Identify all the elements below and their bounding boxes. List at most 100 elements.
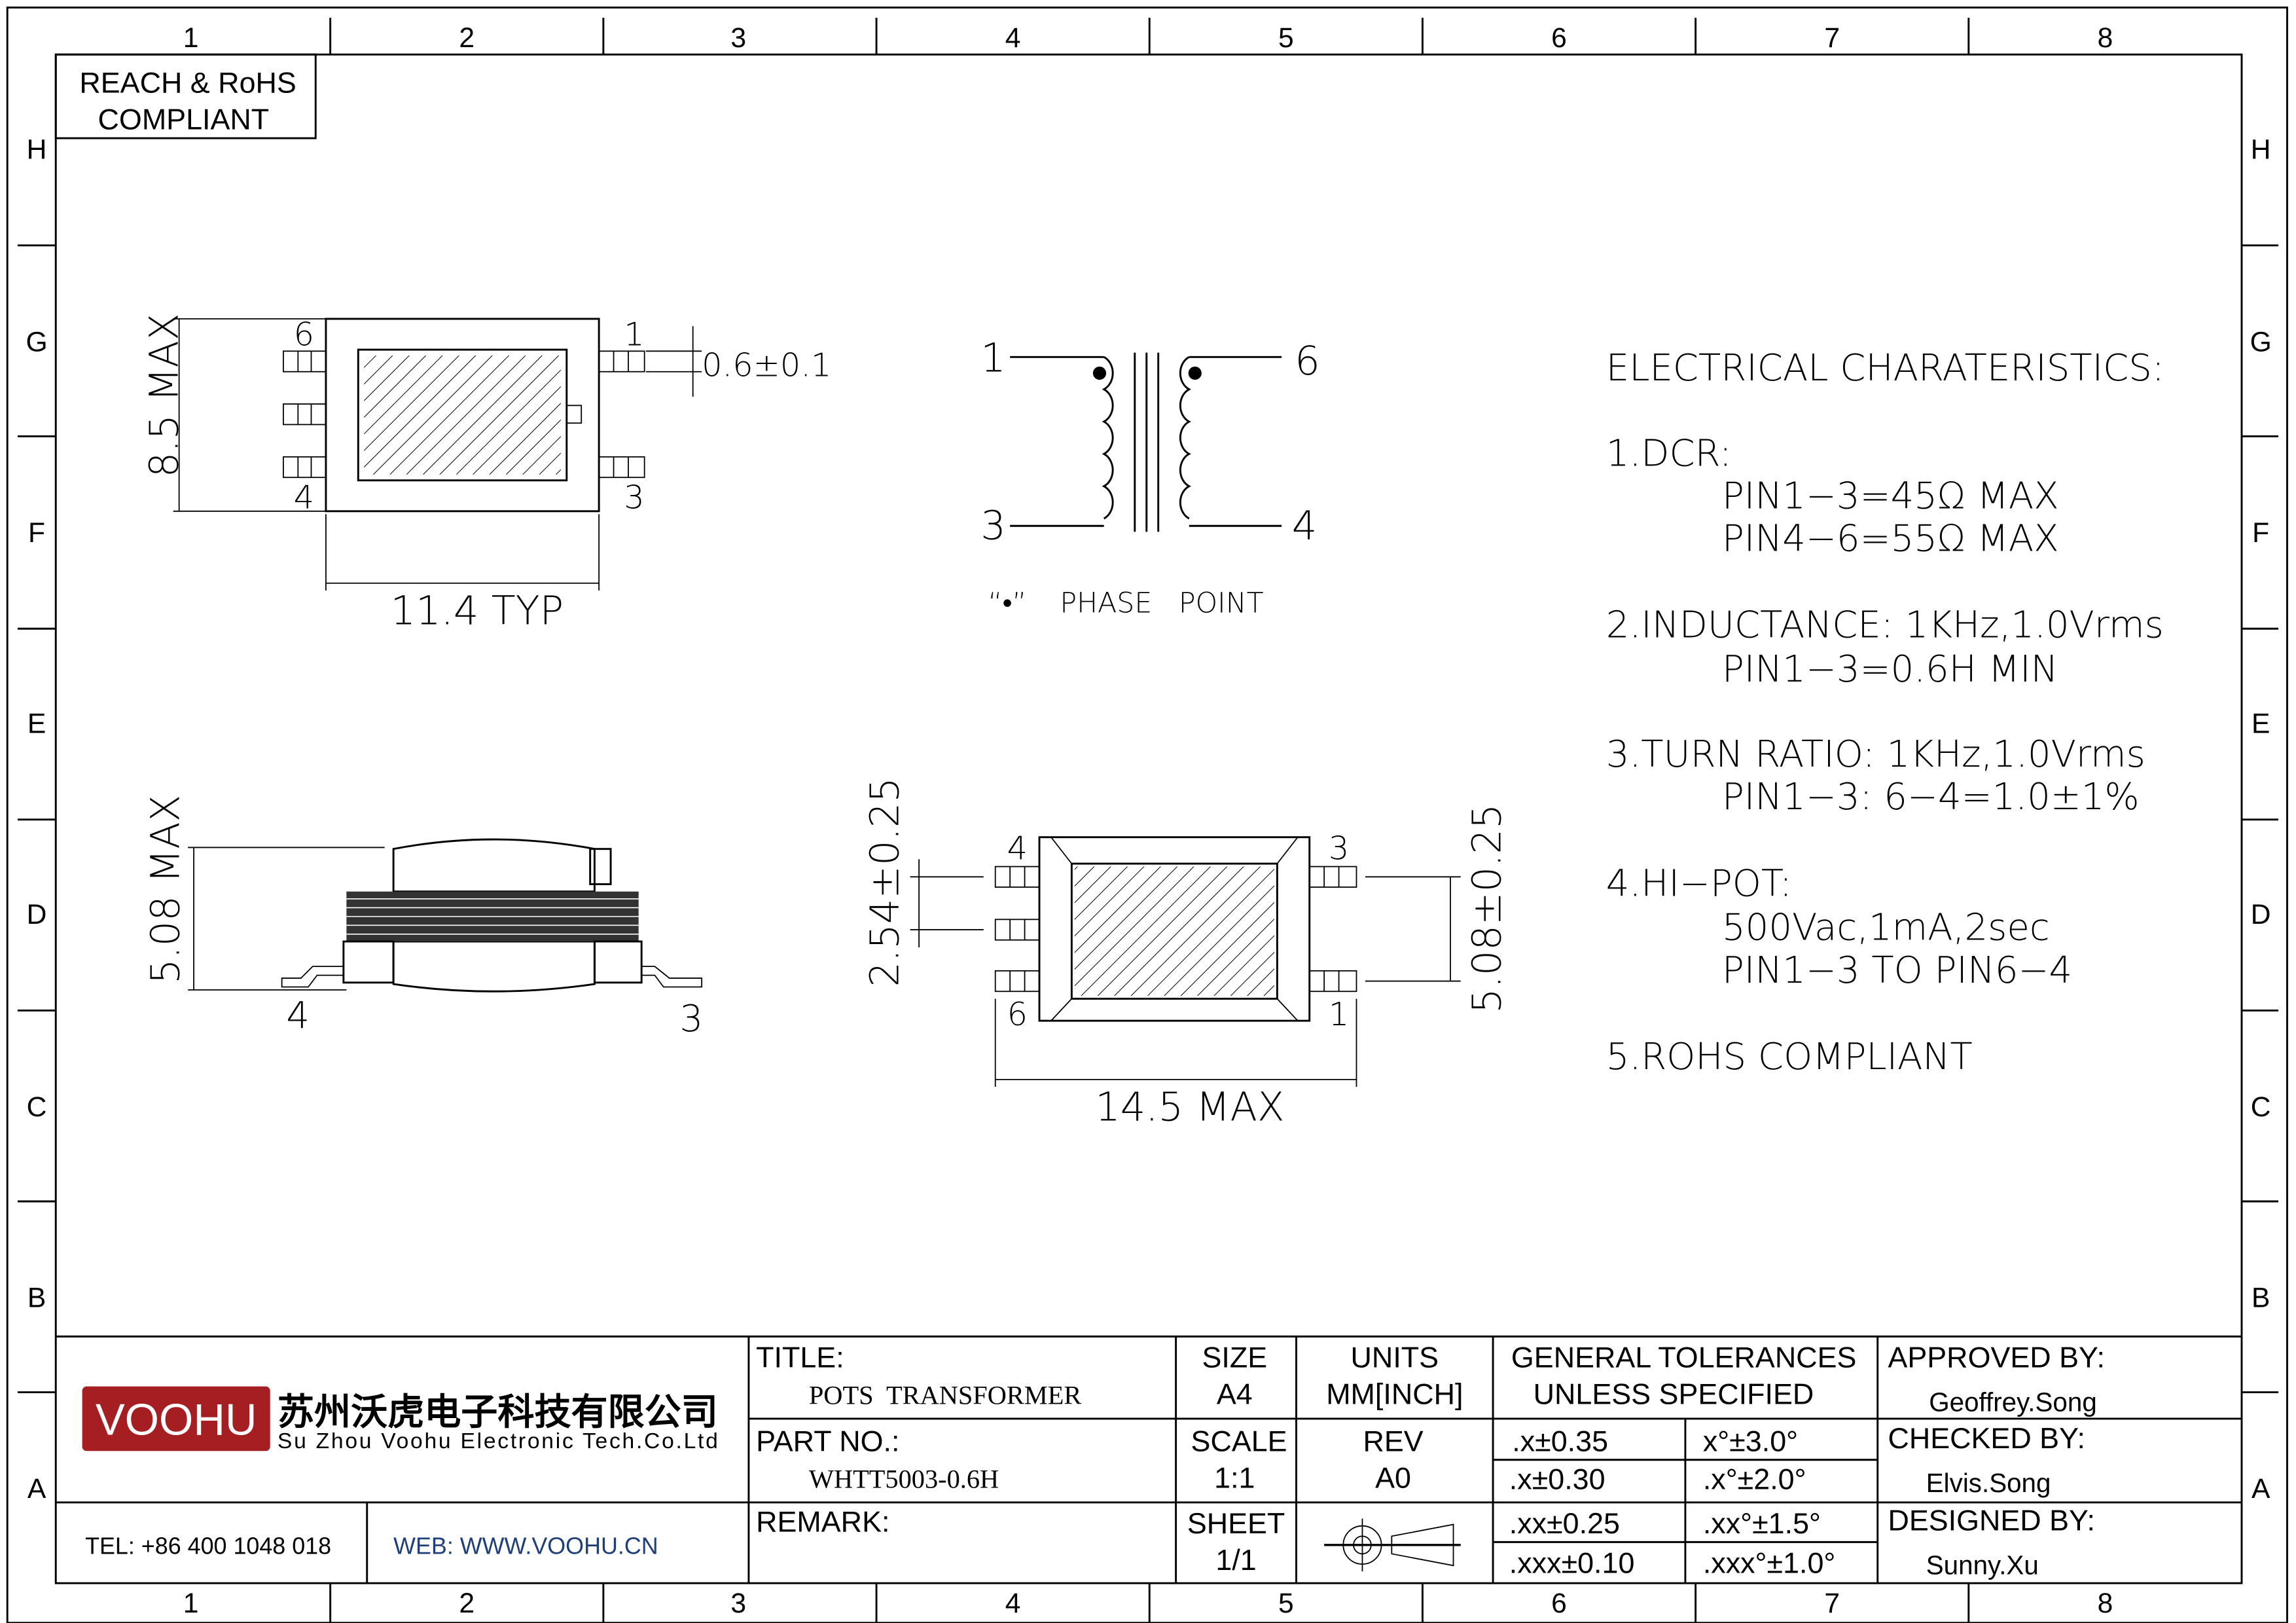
- spec-line: 4.HI−POT:: [1606, 862, 1792, 905]
- pin-label: 6: [1295, 338, 1320, 384]
- electrical-characteristics: ELECTRICAL CHARATERISTICS: 1.DCR: PIN1−3…: [1606, 347, 2164, 1078]
- pin-label: 1: [624, 315, 644, 353]
- tolerance-value: .xx°±1.5°: [1703, 1506, 1821, 1540]
- col-label: 7: [1824, 1588, 1840, 1619]
- brand-name: VOOHU: [96, 1396, 257, 1445]
- rev-label: REV: [1363, 1424, 1423, 1457]
- row-label: D: [2251, 899, 2271, 930]
- pin-width-dim: 0.6±0.1: [702, 346, 831, 384]
- compliance-line2: COMPLIANT: [98, 103, 270, 136]
- part-value: WHTT5003-0.6H: [809, 1464, 999, 1493]
- title-block: VOOHU 苏州沃虎电子科技有限公司 Su Zhou Voohu Electro…: [56, 1335, 2242, 1584]
- spec-line: 1.DCR:: [1606, 432, 1732, 475]
- pin-label: 1: [1329, 995, 1349, 1033]
- width-dim: 14.5 MAX: [1095, 1085, 1284, 1131]
- phase-dot-legend: “•”: [988, 587, 1027, 620]
- col-label: 6: [1551, 22, 1567, 54]
- rev-value: A0: [1375, 1461, 1411, 1494]
- row-label: C: [27, 1091, 47, 1123]
- col-label: 2: [459, 1588, 475, 1619]
- row-label: F: [2252, 517, 2269, 549]
- approved-label: APPROVED BY:: [1888, 1340, 2104, 1374]
- tolerance-value: .x°±2.0°: [1703, 1463, 1806, 1496]
- approved-name: Geoffrey.Song: [1929, 1387, 2097, 1417]
- col-label: 8: [2098, 22, 2113, 54]
- col-label: 1: [183, 1588, 199, 1619]
- tel: TEL: +86 400 1048 018: [85, 1533, 331, 1559]
- col-label: 6: [1551, 1588, 1567, 1619]
- company-en: Su Zhou Voohu Electronic Tech.Co.Ltd: [278, 1429, 718, 1453]
- web-link[interactable]: WEB: WWW.VOOHU.CN: [393, 1533, 658, 1559]
- tolerance-value: .xx±0.25: [1509, 1506, 1620, 1540]
- pin-label: 1: [980, 336, 1006, 382]
- spec-line: PIN1−3=0.6H MIN: [1722, 648, 2058, 691]
- row-label: C: [2251, 1091, 2271, 1123]
- col-label: 3: [730, 22, 746, 54]
- row-label: H: [2251, 134, 2271, 166]
- third-angle-projection-icon: [1324, 1518, 1461, 1572]
- title-label: TITLE:: [756, 1340, 844, 1374]
- row-label: F: [28, 517, 45, 549]
- designed-label: DESIGNED BY:: [1888, 1503, 2095, 1537]
- spec-line: PIN1−3 TO PIN6−4: [1722, 949, 2072, 992]
- pin-label: 3: [624, 478, 644, 516]
- pin-label: 3: [980, 503, 1006, 549]
- voohu-logo: [82, 1386, 270, 1451]
- spec-line: PIN1−3=45Ω MAX: [1722, 475, 2059, 517]
- compliance-line1: REACH & RoHS: [79, 66, 296, 100]
- size-value: A4: [1217, 1377, 1253, 1411]
- spec-line: PIN4−6=55Ω MAX: [1722, 517, 2059, 560]
- units-value: MM[INCH]: [1326, 1377, 1463, 1411]
- side-view: 5.08 MAX 4 3: [143, 795, 704, 1040]
- row-label: A: [2251, 1473, 2270, 1504]
- top-view: 6 1 4 3 0.6±0.1 11.4 TYP 8.5 MAX: [141, 314, 831, 634]
- spec-line: 500Vac,1mA,2sec: [1722, 907, 2050, 949]
- col-label: 4: [1005, 22, 1021, 54]
- pin-label: 3: [679, 998, 703, 1040]
- col-label: 1: [183, 22, 199, 54]
- row-label: B: [27, 1283, 46, 1314]
- pin-label: 4: [1007, 829, 1028, 867]
- row-label: G: [26, 326, 47, 357]
- row-label: A: [27, 1473, 46, 1504]
- tolerance-value: .x±0.30: [1509, 1463, 1605, 1496]
- electrical-title: ELECTRICAL CHARATERISTICS:: [1606, 347, 2164, 390]
- transformer-schematic: 1 6 3 4 “•” PHASE POINT: [980, 336, 1320, 620]
- tolerance-value: .xxx°±1.0°: [1703, 1546, 1836, 1579]
- col-label: 3: [730, 1588, 746, 1619]
- drawing-frame: 1 2 3 4 5 6 7 8 1 2 3 4 5 6 7 8 H G F E …: [6, 7, 2289, 1623]
- scale-label: SCALE: [1191, 1424, 1287, 1457]
- col-label: 8: [2098, 1588, 2113, 1619]
- size-label: SIZE: [1202, 1340, 1267, 1374]
- pin-label: 6: [1007, 995, 1028, 1033]
- title-value: POTS TRANSFORMER: [809, 1381, 1082, 1410]
- row-label: G: [2250, 326, 2272, 357]
- col-label: 2: [459, 22, 475, 54]
- col-label: 4: [1005, 1588, 1021, 1619]
- sheet-value: 1/1: [1215, 1543, 1256, 1577]
- spec-line: 3.TURN RATIO: 1KHz,1.0Vrms: [1606, 733, 2145, 776]
- row-label: B: [2251, 1283, 2270, 1314]
- span-dim: 5.08±0.25: [1464, 804, 1510, 1013]
- pitch-dim: 2.54±0.25: [863, 777, 908, 987]
- pin-label: 4: [294, 478, 314, 516]
- remark-label: REMARK:: [756, 1505, 889, 1539]
- units-label: UNITS: [1351, 1340, 1439, 1374]
- tolerance-label: UNLESS SPECIFIED: [1534, 1377, 1814, 1411]
- checked-name: Elvis.Song: [1926, 1468, 2051, 1498]
- height-dim: 8.5 MAX: [141, 314, 187, 478]
- tolerance-value: .x±0.35: [1512, 1424, 1608, 1457]
- tolerance-label: GENERAL TOLERANCES: [1511, 1340, 1857, 1374]
- width-dim: 11.4 TYP: [391, 589, 564, 634]
- spec-line: 2.INDUCTANCE: 1KHz,1.0Vrms: [1606, 604, 2164, 647]
- spec-line: PIN1−3: 6−4=1.0±1%: [1722, 776, 2140, 818]
- checked-label: CHECKED BY:: [1888, 1421, 2085, 1455]
- bottom-view: 4 3 6 1 2.54±0.25 5.08±0.25 14.5 MAX: [863, 777, 1511, 1130]
- row-label: E: [2251, 708, 2270, 740]
- col-label: 7: [1824, 22, 1840, 54]
- compliance-box: REACH & RoHS COMPLIANT: [54, 53, 317, 139]
- spec-line: 5.ROHS COMPLIANT: [1606, 1036, 1973, 1078]
- scale-value: 1:1: [1214, 1461, 1255, 1494]
- tolerance-value: x°±3.0°: [1703, 1424, 1798, 1457]
